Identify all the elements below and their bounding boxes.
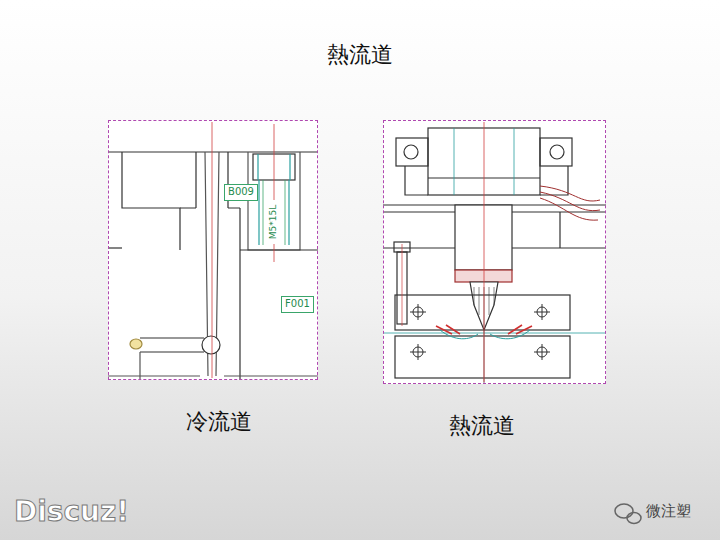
null-part-part [410, 304, 426, 320]
panel-caption: 冷流道 [114, 407, 324, 437]
cold-runner-drawing [108, 120, 318, 380]
cold-runner-drawing-part [240, 249, 318, 250]
hot-runner-drawing-part [550, 145, 564, 159]
hot-runner-drawing-part [455, 205, 512, 270]
hot-runner-drawing-part [402, 244, 403, 326]
hot-runner-drawing-part [395, 295, 570, 330]
cold-runner-drawing-part [130, 339, 142, 349]
hot-runner-drawing-part [383, 120, 606, 384]
cold-runner-drawing-part [239, 208, 240, 380]
null-part [410, 304, 550, 360]
cold-runner-drawing-part [108, 151, 318, 152]
hot-runner-drawing-part [405, 166, 568, 195]
hot-runner-drawing-part [540, 138, 572, 166]
drawing-panel: 熱流道 [383, 120, 606, 384]
hot-runner-drawing-part [396, 138, 428, 166]
wechat-icon [615, 504, 641, 524]
hot-runner-drawing-part [404, 145, 418, 159]
hot-runner-drawing-part [484, 122, 485, 382]
null-part-part [534, 344, 550, 360]
part-code: F001 [285, 297, 310, 310]
hot-runner-drawing [383, 120, 606, 384]
watermark: Discuz! [14, 497, 129, 528]
cold-runner-drawing-part [202, 336, 220, 354]
hot-runner-drawing-part [383, 212, 606, 248]
cold-runner-drawing-part [274, 124, 275, 262]
cold-runner-drawing-part [108, 352, 318, 380]
screw-spec: M5*15L [269, 204, 279, 240]
wechat-icon-part [627, 513, 641, 524]
cold-runner-drawing-part [108, 247, 122, 248]
slide-title: 熱流道 [0, 40, 720, 70]
wechat-icon-part [615, 504, 633, 518]
cold-runner-drawing-part [122, 152, 180, 250]
cold-runner-drawing-part [212, 122, 213, 378]
null-part-part [410, 344, 426, 360]
hot-runner-drawing-part [540, 186, 600, 220]
cold-runner-drawing-part [108, 120, 318, 380]
part-code: B009 [228, 185, 254, 198]
part-tag: B009 [224, 184, 258, 201]
part-tag: F001 [281, 296, 314, 313]
watermark: 微注塑 [646, 503, 691, 520]
hot-runner-drawing-part [383, 333, 606, 334]
panel-caption: 熱流道 [370, 411, 593, 441]
cold-runner-drawing-part [140, 338, 204, 352]
null-part-part [534, 304, 550, 320]
drawing-panel: B009F001冷流道 [108, 120, 318, 380]
hot-runner-drawing-part [395, 336, 570, 378]
hot-runner-drawing-part [455, 270, 512, 282]
